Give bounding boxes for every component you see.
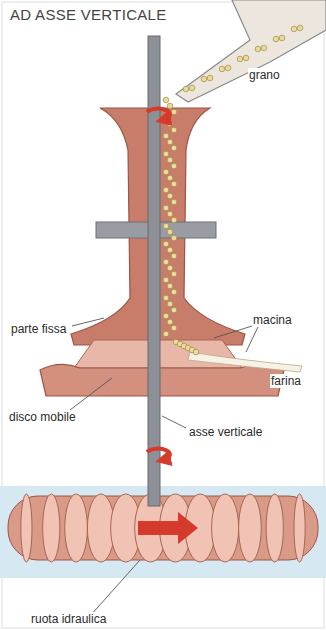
hopper (176, 0, 326, 102)
part-label: asse verticale (188, 425, 263, 439)
water-wheel (8, 494, 318, 562)
stone-base (40, 364, 284, 396)
grain (163, 25, 303, 355)
rotation-arrow (147, 449, 170, 460)
water (0, 486, 326, 578)
part-label: disco mobile (8, 410, 77, 424)
part-label: ruota idraulica (30, 612, 107, 626)
rotation-arrow (147, 109, 170, 120)
part-label: grano (248, 68, 281, 82)
leader-lines (70, 318, 258, 616)
part-label: macina (252, 313, 293, 327)
part-label: farina (270, 374, 302, 388)
axis (148, 36, 160, 506)
part-label: parte fissa (10, 322, 67, 336)
flow-arrow (138, 512, 198, 544)
flour (188, 352, 302, 372)
title: AD ASSE VERTICALE (10, 6, 167, 23)
